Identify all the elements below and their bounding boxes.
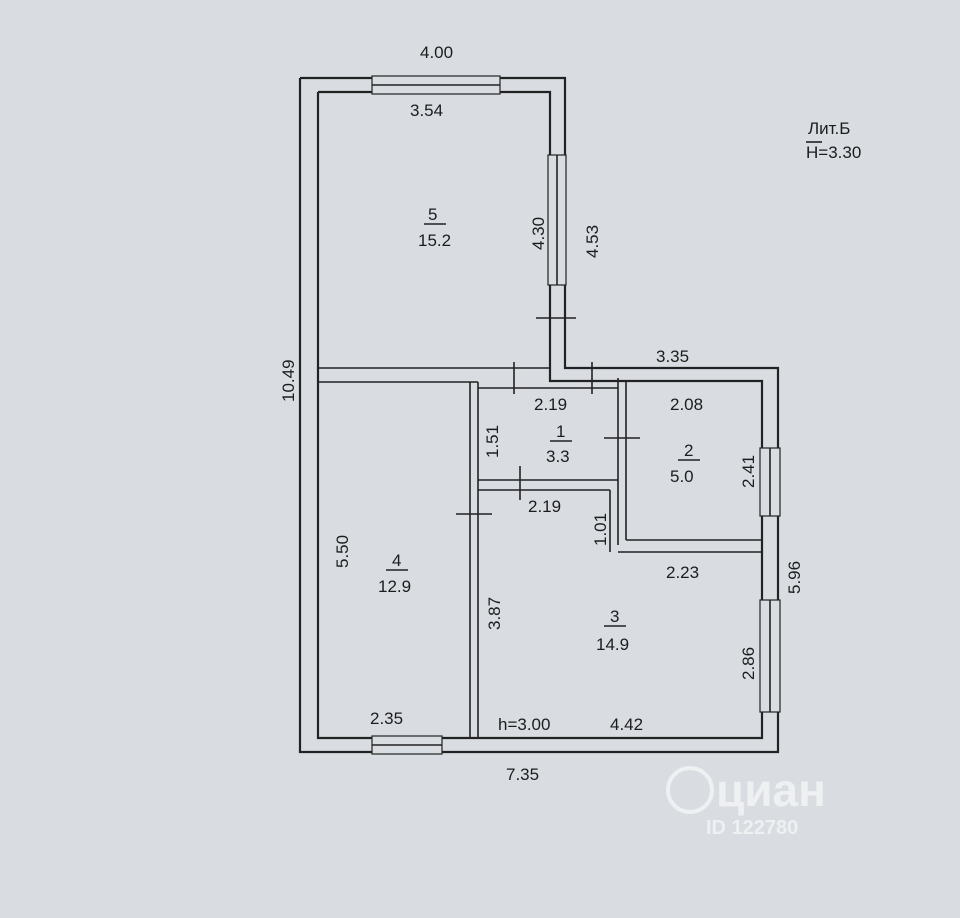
windows xyxy=(371,75,781,755)
dim-room3-right: 2.86 xyxy=(739,647,758,680)
outer-walls xyxy=(298,76,780,754)
dim-left-outer: 10.49 xyxy=(279,359,298,402)
door-marks xyxy=(456,317,640,515)
room-2-label: 2 5.0 xyxy=(670,441,700,486)
svg-text:1: 1 xyxy=(556,422,565,441)
room-4-label: 4 12.9 xyxy=(378,551,411,596)
dim-room4-left: 5.50 xyxy=(333,535,352,568)
watermark-id: ID 122780 xyxy=(706,817,798,839)
dim-right-outer: 5.96 xyxy=(785,561,804,594)
room-3-label: 3 14.9 xyxy=(596,607,629,654)
dim-room3-top: 2.23 xyxy=(666,563,699,582)
svg-text:2: 2 xyxy=(684,441,693,460)
dim-room4-bottom: 2.35 xyxy=(370,709,403,728)
dim-bottom-outer: 7.35 xyxy=(506,765,539,784)
svg-text:5.0: 5.0 xyxy=(670,467,694,486)
interior-walls xyxy=(318,367,762,738)
watermark-brand: циан xyxy=(716,764,826,816)
svg-text:14.9: 14.9 xyxy=(596,635,629,654)
height-label: H=3.30 xyxy=(806,143,861,162)
room3-height-label: h=3.00 xyxy=(498,715,550,734)
dim-room5-right-outer: 4.53 xyxy=(583,225,602,258)
dim-room1-top: 2.19 xyxy=(534,395,567,414)
dim-room3-top-left: 1.01 xyxy=(591,513,610,546)
dim-room2-top: 2.08 xyxy=(670,395,703,414)
svg-text:15.2: 15.2 xyxy=(418,231,451,250)
dim-top-outer: 4.00 xyxy=(420,43,453,62)
svg-text:5: 5 xyxy=(428,205,437,224)
dim-room3-bottom: 4.42 xyxy=(610,715,643,734)
dim-room2-right: 2.41 xyxy=(739,455,758,488)
liter-label: Лит.Б xyxy=(808,119,850,138)
dim-room1-bottom: 2.19 xyxy=(528,497,561,516)
dim-room1-left: 1.51 xyxy=(483,425,502,458)
watermark: циан ID 122780 xyxy=(666,764,826,839)
watermark-logo-icon xyxy=(666,766,714,814)
room-5-label: 5 15.2 xyxy=(418,205,451,250)
svg-text:12.9: 12.9 xyxy=(378,577,411,596)
room-1-label: 1 3.3 xyxy=(546,422,572,466)
svg-text:3: 3 xyxy=(610,607,619,626)
dim-right-block-top: 3.35 xyxy=(656,347,689,366)
dim-room5-top: 3.54 xyxy=(410,101,443,120)
svg-text:3.3: 3.3 xyxy=(546,447,570,466)
svg-text:4: 4 xyxy=(392,551,401,570)
dim-room5-right-inner: 4.30 xyxy=(529,217,548,250)
dim-room3-left: 3.87 xyxy=(485,597,504,630)
